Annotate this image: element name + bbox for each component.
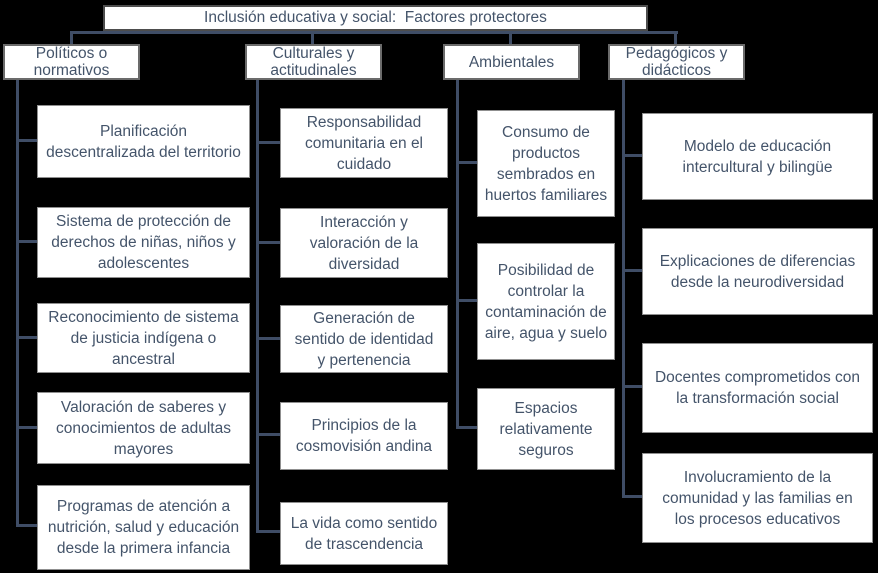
- connector-line: [256, 337, 280, 340]
- connector-line: [70, 31, 73, 44]
- connector-line: [256, 79, 259, 533]
- child-node: Responsabilidad comunitaria en el cuidad…: [280, 108, 448, 178]
- connector-line: [622, 385, 642, 388]
- child-node: Consumo de productos sembrados en huerto…: [477, 110, 615, 217]
- connector-line: [674, 31, 677, 44]
- connector-line: [456, 79, 459, 429]
- connector-line: [256, 530, 280, 533]
- connector-line: [16, 336, 37, 339]
- child-node: Sistema de protección de derechos de niñ…: [37, 207, 250, 278]
- connector-line: [509, 31, 512, 44]
- connector-line: [622, 154, 642, 157]
- child-node: Explicaciones de diferencias desde la ne…: [642, 228, 873, 315]
- connector-line: [456, 299, 477, 302]
- connector-line: [622, 269, 642, 272]
- child-node: La vida como sentido de trascendencia: [280, 502, 448, 565]
- branch-header-ambientales: Ambientales: [443, 44, 580, 80]
- branch-header-culturales-y-actitudinales: Culturales y actitudinales: [245, 44, 382, 80]
- child-node: Interacción y valoración de la diversida…: [280, 208, 448, 278]
- child-node: Valoración de saberes y conocimientos de…: [37, 392, 250, 464]
- connector-line: [456, 161, 477, 164]
- child-node: Posibilidad de controlar la contaminació…: [477, 243, 615, 360]
- child-node: Reconocimiento de sistema de justicia in…: [37, 303, 250, 373]
- child-node: Programas de atención a nutrición, salud…: [37, 485, 250, 570]
- connector-line: [256, 141, 280, 144]
- connector-line: [16, 240, 37, 243]
- connector-line: [70, 31, 678, 34]
- connector-line: [16, 426, 37, 429]
- child-node: Docentes comprometidos con la transforma…: [642, 343, 873, 433]
- connector-line: [16, 139, 37, 142]
- child-node: Modelo de educación intercultural y bili…: [642, 113, 873, 200]
- connector-line: [256, 433, 280, 436]
- connector-line: [622, 495, 642, 498]
- root-node-title: Inclusión educativa y social: Factores p…: [103, 5, 648, 31]
- child-node: Principios de la cosmovisión andina: [280, 402, 448, 470]
- child-node: Involucramiento de la comunidad y las fa…: [642, 453, 873, 543]
- child-node: Generación de sentido de identidad y per…: [280, 305, 448, 373]
- connector-line: [311, 31, 314, 44]
- child-node: Planificación descentralizada del territ…: [37, 105, 250, 178]
- connector-line: [622, 79, 625, 498]
- branch-header-politicos-o-normativos: Políticos o normativos: [3, 44, 140, 80]
- child-node: Espacios relativamente seguros: [477, 388, 615, 470]
- connector-line: [256, 241, 280, 244]
- branch-header-pedagogicos-y-didacticos: Pedagógicos y didácticos: [608, 44, 745, 80]
- connector-line: [16, 524, 37, 527]
- connector-line: [456, 426, 477, 429]
- connector-line: [16, 79, 19, 527]
